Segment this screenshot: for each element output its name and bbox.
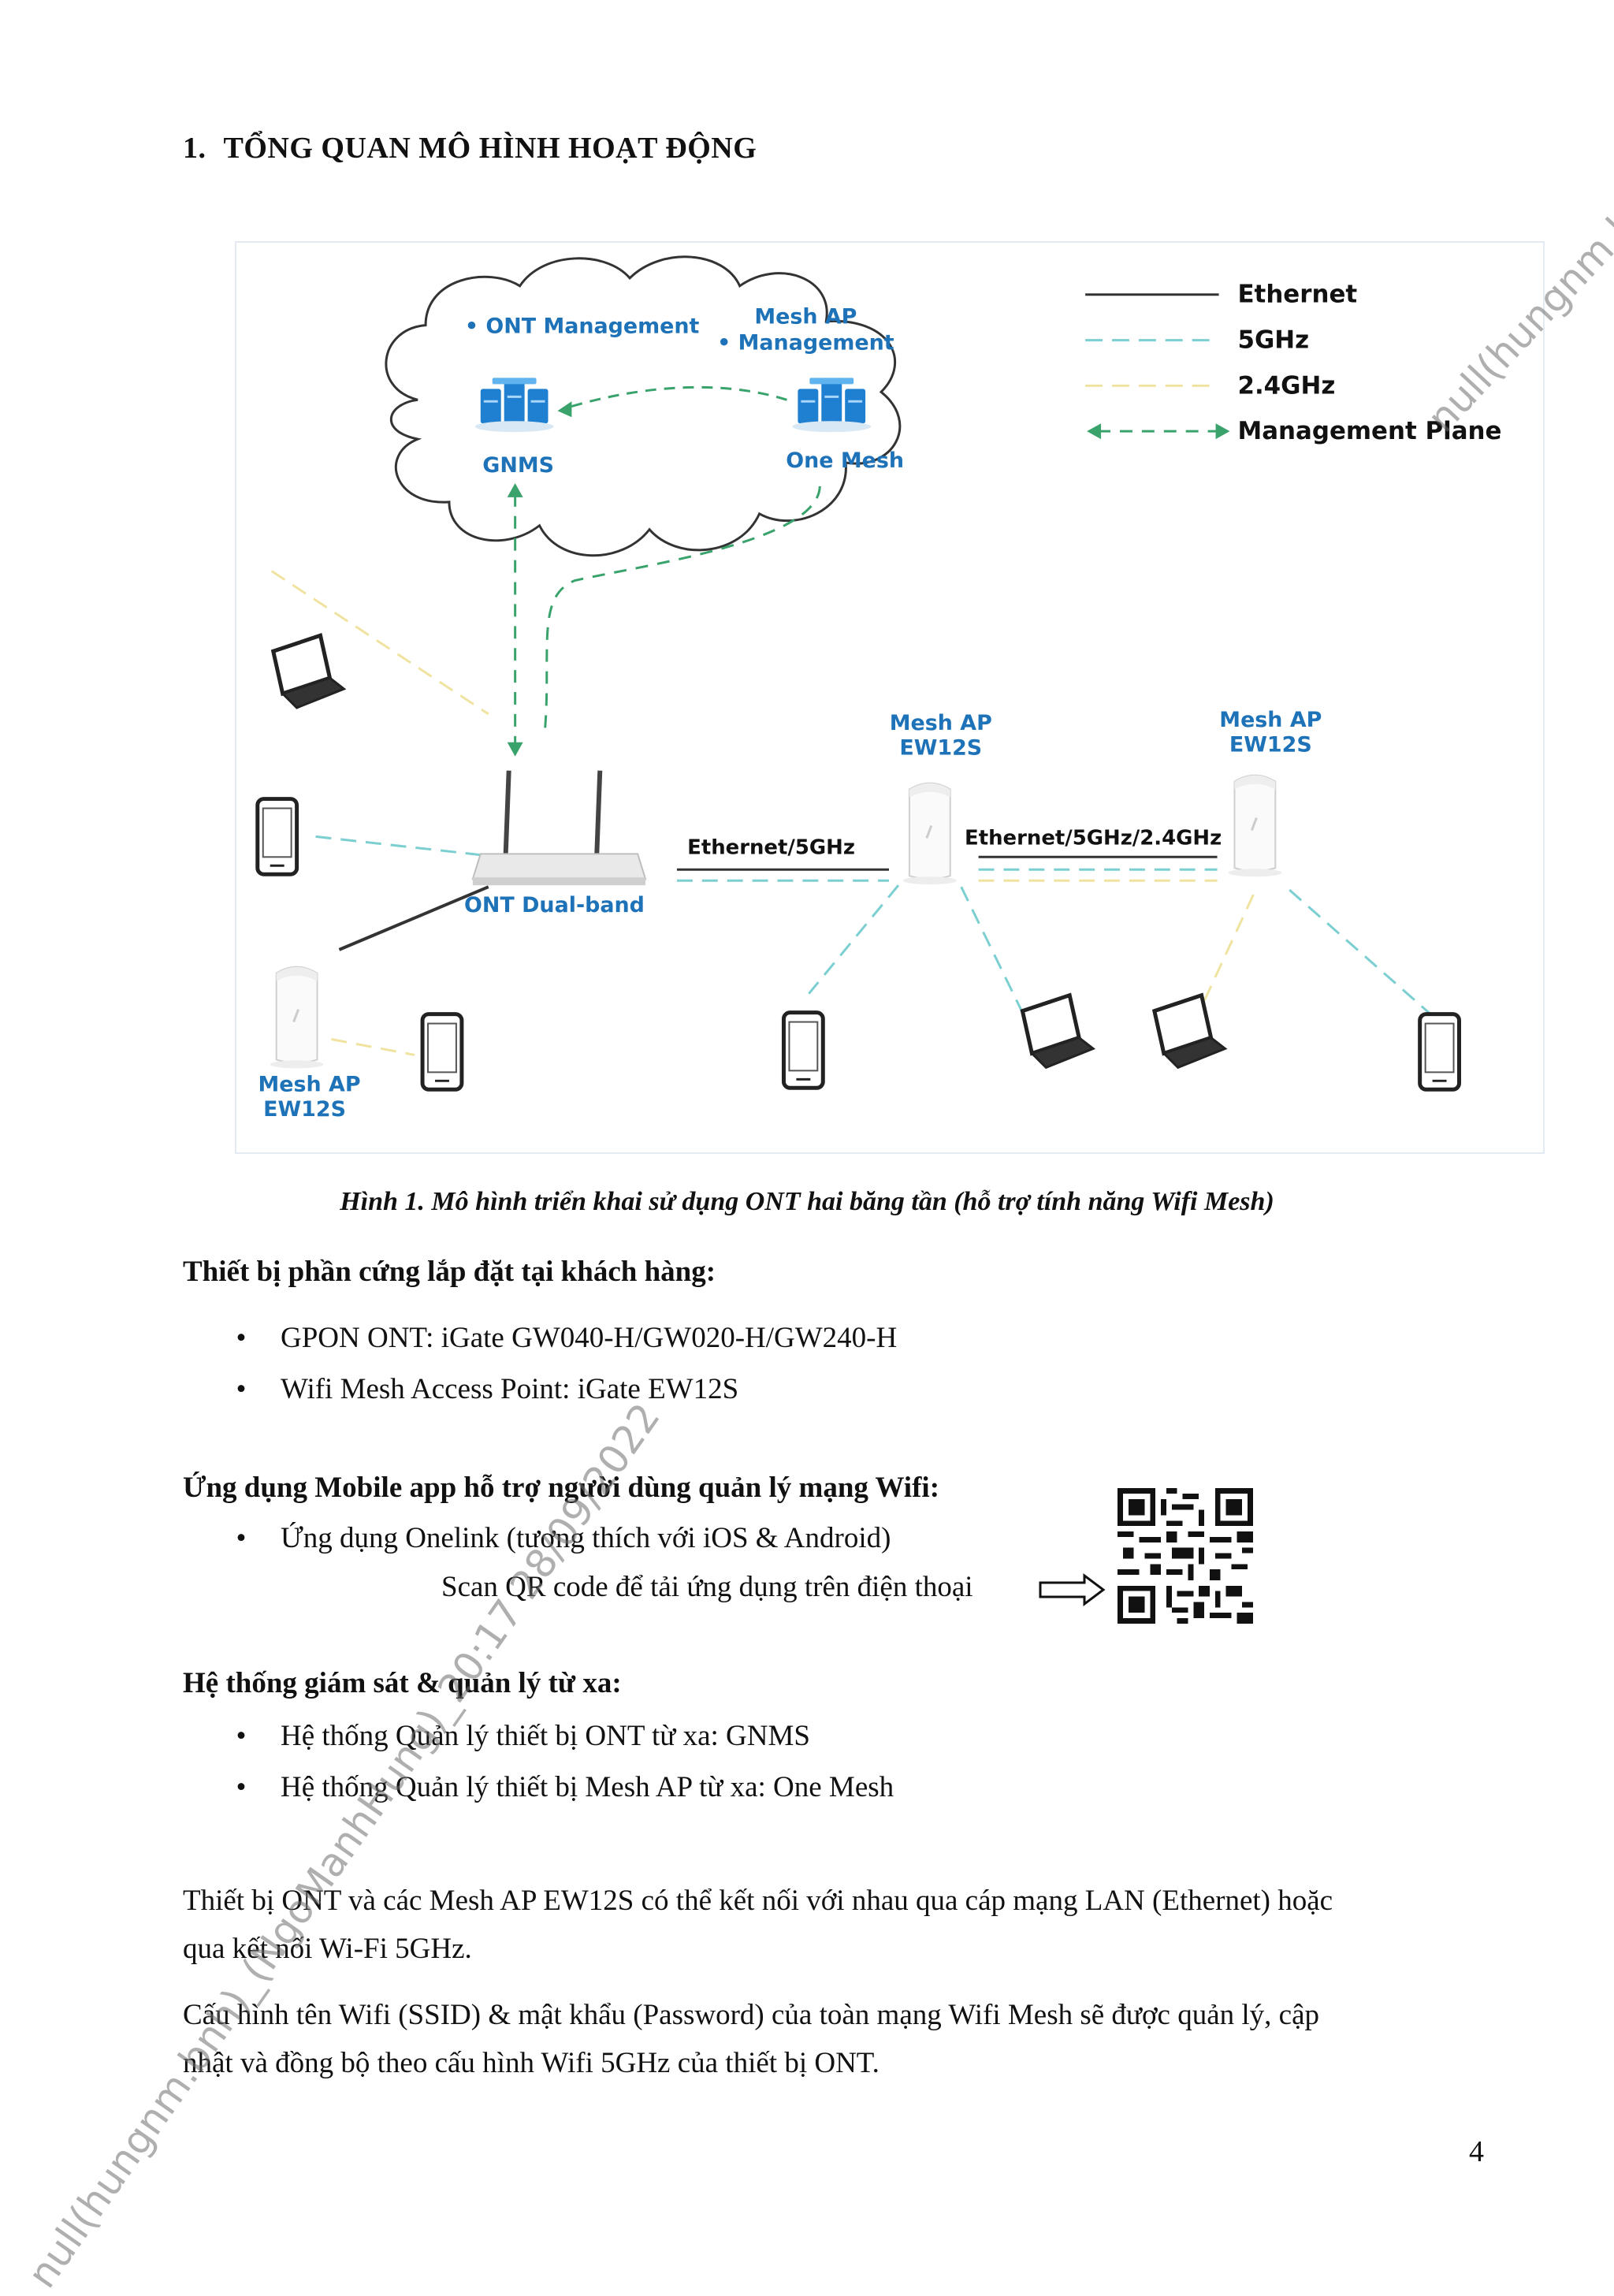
gnms-label: GNMS — [482, 453, 554, 478]
mesh-ap-center-label-2: EW12S — [899, 736, 982, 761]
legend-ethernet: Ethernet — [1237, 281, 1357, 309]
ont-management-label: • ONT Management — [465, 314, 700, 339]
figure-caption: Hình 1. Mô hình triển khai sử dụng ONT h… — [340, 1187, 1274, 1216]
bullet-dot: • — [236, 1373, 247, 1405]
network-diagram-svg: • ONT Management Mesh AP • Management GN… — [236, 255, 1501, 1122]
mesh-ap-right-label-1: Mesh AP — [1219, 708, 1322, 732]
qr-code-icon[interactable] — [1118, 1488, 1253, 1624]
legend-management-plane: Management Plane — [1237, 417, 1501, 445]
link-mesh-mesh-label: Ethernet/5GHz/2.4GHz — [965, 826, 1222, 850]
section-number: 1. — [183, 132, 206, 165]
mesh-ap-left-label-1: Mesh AP — [258, 1072, 361, 1096]
mesh-ap-management-label-2: • Management — [717, 331, 894, 355]
link-ont-mesh-label: Ethernet/5GHz — [687, 835, 855, 859]
legend-5ghz: 5GHz — [1237, 326, 1309, 355]
mesh-ap-management-label-1: Mesh AP — [754, 305, 857, 329]
ont-label: ONT Dual-band — [464, 893, 645, 917]
bullet-dot: • — [236, 1322, 247, 1354]
section-heading: 1. TỔNG QUAN MÔ HÌNH HOẠT ĐỘNG — [183, 131, 757, 166]
right-arrow-icon — [1039, 1573, 1106, 1606]
mesh-ap-left-label-2: EW12S — [263, 1097, 346, 1122]
legend-24ghz: 2.4GHz — [1237, 371, 1335, 400]
mesh-ap-right-label-2: EW12S — [1229, 733, 1312, 757]
paragraph-connection: Thiết bị ONT và các Mesh AP EW12S có thể… — [183, 1885, 1333, 1965]
scan-qr-text: Scan QR code để tải ứng dụng trên điện t… — [441, 1571, 973, 1603]
monitoring-section-title: Hệ thống giám sát & quản lý từ xa: — [183, 1667, 622, 1699]
mesh-ap-center-label-1: Mesh AP — [890, 711, 992, 735]
paragraph-configuration: Cấu hình tên Wifi (SSID) & mật khẩu (Pas… — [183, 1999, 1320, 2079]
bullet-dot: • — [236, 1771, 247, 1803]
mobile-app-section-title: Ứng dụng Mobile app hỗ trợ người dùng qu… — [183, 1472, 940, 1504]
network-diagram: • ONT Management Mesh AP • Management GN… — [235, 241, 1545, 1154]
bullet-dot: • — [236, 1720, 247, 1752]
section-title: TỔNG QUAN MÔ HÌNH HOẠT ĐỘNG — [223, 132, 757, 165]
bullet-dot: • — [236, 1522, 247, 1554]
page-number: 4 — [1469, 2135, 1484, 2168]
hardware-section-title: Thiết bị phần cứng lắp đặt tại khách hàn… — [183, 1256, 716, 1288]
one-mesh-label: One Mesh — [786, 448, 904, 473]
